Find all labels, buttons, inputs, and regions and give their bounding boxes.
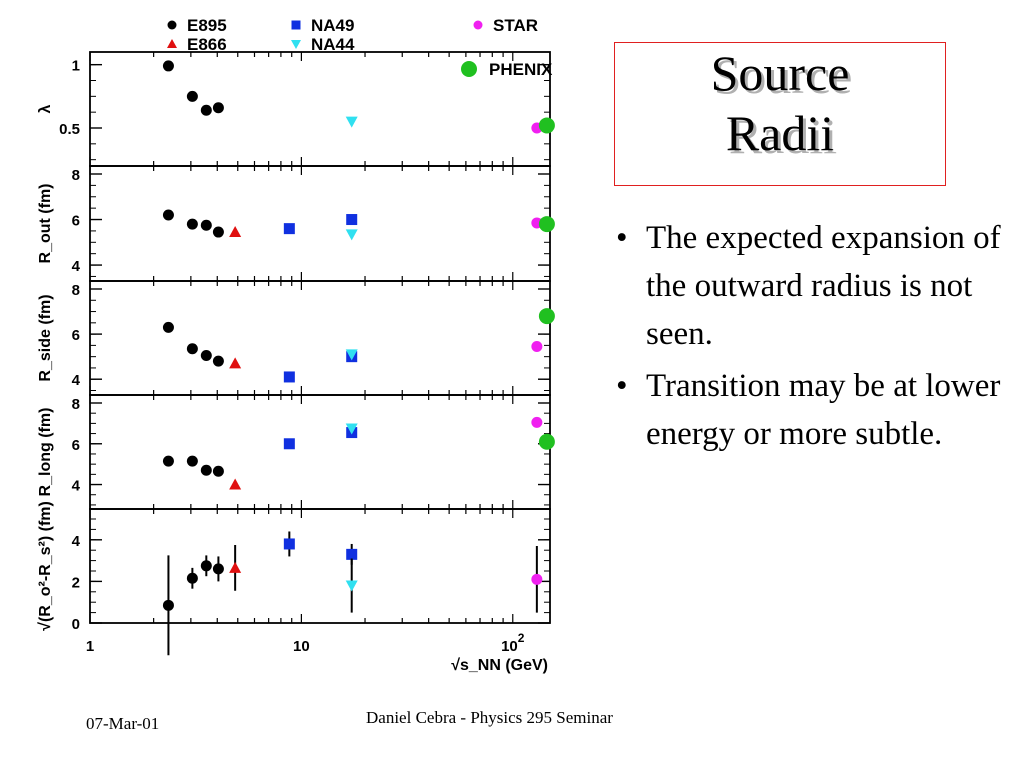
data-point-e895	[162, 60, 174, 72]
data-point-star	[531, 416, 543, 428]
data-point-na49	[283, 438, 295, 450]
y-tick-label: 4	[72, 258, 81, 275]
panel-frame	[89, 508, 551, 624]
panel-frame	[89, 165, 551, 282]
data-point-e866	[229, 478, 242, 490]
data-point-e895	[200, 219, 212, 231]
legend-marker-star	[473, 20, 483, 30]
data-point-phenix	[538, 433, 555, 450]
footer-presenter: Daniel Cebra - Physics 295 Seminar	[366, 708, 613, 727]
y-tick-label: 1	[72, 58, 80, 75]
panel-frame	[89, 394, 551, 510]
data-point-phenix	[538, 216, 555, 233]
data-point-na44	[345, 423, 358, 435]
slide-title-line-2: Radii	[725, 105, 835, 161]
y-tick-label: 8	[72, 282, 80, 299]
y-axis-label: R_out (fm)	[37, 184, 54, 264]
x-tick-label: 1	[86, 638, 94, 655]
y-tick-label: 6	[72, 437, 80, 454]
y-axis-label: R_side (fm)	[37, 294, 54, 381]
panel-frame	[89, 51, 551, 167]
x-axis-label: √s_NN (GeV)	[451, 657, 548, 674]
data-point-e895	[212, 355, 224, 367]
y-tick-label: 4	[72, 478, 81, 495]
data-point-e895	[200, 464, 212, 476]
data-point-e895	[162, 599, 174, 611]
data-point-e895	[186, 343, 198, 355]
data-point-e866	[229, 561, 242, 573]
data-point-e895	[162, 209, 174, 221]
legend-marker-phenix	[461, 61, 477, 77]
y-tick-label: 8	[72, 396, 80, 413]
data-point-e895	[200, 560, 212, 572]
y-tick-label: 4	[72, 533, 81, 550]
x-tick-label: 102	[501, 631, 525, 655]
data-point-na44	[345, 349, 358, 361]
data-point-e866	[229, 357, 242, 369]
panel-4: 0 2 4 √(R_o²-R_s²) (fm)	[37, 501, 551, 656]
bullet-list: The expected expansion of the outward ra…	[612, 214, 1012, 462]
panel-0: 0.5 1 λ	[37, 51, 555, 167]
y-tick-label: 6	[72, 213, 80, 230]
y-tick-label: 6	[72, 327, 80, 344]
legend-marker-na49	[291, 20, 301, 30]
legend-label-na44: NA44	[311, 35, 355, 54]
data-point-phenix	[538, 117, 555, 134]
data-point-star	[531, 573, 543, 585]
legend-label-phenix: PHENIX	[489, 60, 553, 79]
legend-marker-e866	[167, 39, 177, 48]
y-tick-label: 8	[72, 167, 80, 184]
y-tick-label: 4	[72, 372, 81, 389]
slide-title-box: Source Radii	[614, 42, 946, 186]
x-axis: 1 10 102 √s_NN (GeV)	[86, 631, 548, 674]
y-tick-label: 0	[72, 616, 80, 633]
data-point-e895	[186, 572, 198, 584]
data-point-e895	[186, 218, 198, 230]
legend-marker-e895	[167, 20, 177, 30]
data-point-e895	[200, 104, 212, 116]
y-tick-label: 0.5	[59, 121, 80, 138]
panel-frame	[89, 280, 551, 396]
y-tick-label: 2	[72, 574, 80, 591]
y-axis-label: √(R_o²-R_s²) (fm)	[37, 501, 54, 631]
panel-3: 4 6 8R_long (fm)	[37, 394, 555, 510]
legend-label-e895: E895	[187, 16, 227, 35]
slide-title-line-1: Source	[710, 45, 850, 101]
data-point-e895	[186, 455, 198, 467]
legend-label-star: STAR	[493, 16, 538, 35]
panel-1: 4 6 8R_out (fm)	[37, 165, 555, 282]
data-point-e866	[229, 226, 242, 238]
data-point-e895	[162, 321, 174, 333]
data-point-na49	[283, 538, 295, 550]
y-axis-label: λ	[37, 104, 54, 113]
data-point-e895	[212, 226, 224, 238]
data-point-na44	[345, 580, 358, 592]
data-point-na44	[345, 229, 358, 241]
legend-label-na49: NA49	[311, 16, 354, 35]
data-point-e895	[186, 90, 198, 102]
bullet-item: Transition may be at lower energy or mor…	[612, 362, 1012, 458]
data-point-na44	[345, 116, 358, 128]
x-tick-label: 10	[293, 638, 310, 655]
data-point-e895	[212, 465, 224, 477]
legend-label-e866: E866	[187, 35, 227, 54]
data-point-e895	[212, 102, 224, 114]
data-point-e895	[212, 563, 224, 575]
panel-2: 4 6 8R_side (fm)	[37, 280, 555, 396]
footer-date: 07-Mar-01	[86, 714, 160, 733]
data-point-na49	[283, 371, 295, 383]
data-point-e895	[162, 455, 174, 467]
data-point-na49	[346, 214, 358, 226]
data-point-phenix	[538, 308, 555, 325]
data-point-e895	[200, 350, 212, 362]
bullet-item: The expected expansion of the outward ra…	[612, 214, 1012, 358]
y-axis-label: R_long (fm)	[37, 408, 54, 497]
data-point-na49	[346, 548, 358, 560]
legend-marker-na44	[291, 40, 301, 49]
data-point-star	[531, 341, 543, 353]
data-point-na49	[283, 223, 295, 235]
